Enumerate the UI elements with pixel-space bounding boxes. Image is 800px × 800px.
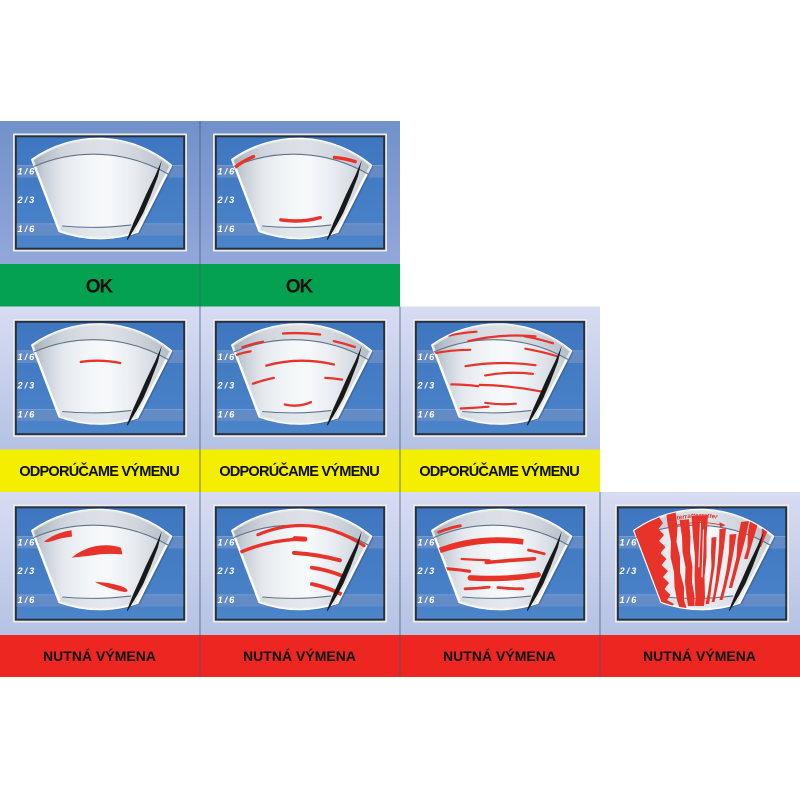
svg-text:NUTNÁ VÝMENA: NUTNÁ VÝMENA [443, 647, 556, 664]
svg-text:ratterratterratter: ratterratterratter [668, 512, 719, 524]
svg-text:OK: OK [86, 276, 114, 297]
svg-text:NUTNÁ VÝMENA: NUTNÁ VÝMENA [243, 647, 356, 664]
svg-text:NUTNÁ VÝMENA: NUTNÁ VÝMENA [43, 647, 156, 664]
svg-text:OK: OK [286, 276, 314, 297]
svg-text:ODPORÚČAME VÝMENU: ODPORÚČAME VÝMENU [419, 462, 580, 480]
svg-text:NUTNÁ VÝMENA: NUTNÁ VÝMENA [643, 647, 756, 664]
svg-text:ODPORÚČAME VÝMENU: ODPORÚČAME VÝMENU [19, 462, 180, 480]
svg-text:ODPORÚČAME VÝMENU: ODPORÚČAME VÝMENU [219, 462, 380, 480]
